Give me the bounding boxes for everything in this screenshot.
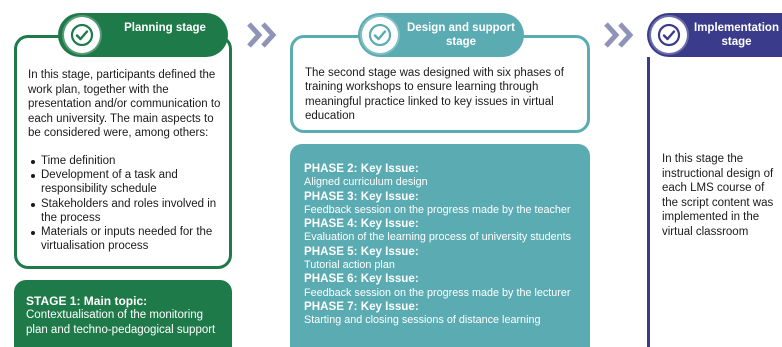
check-circle-icon (362, 17, 398, 53)
design-stage-header: Design and support stage (358, 13, 524, 57)
phase-item: PHASE 5: Key Issue: Tutorial action plan (304, 245, 576, 273)
double-chevron-right-icon (603, 21, 639, 49)
phase-heading: PHASE 7: Key Issue: (304, 300, 419, 314)
phase-item: PHASE 4: Key Issue: Evaluation of the le… (304, 217, 576, 245)
phase-item: PHASE 7: Key Issue: Starting and closing… (304, 300, 576, 328)
phase-text: Aligned curriculum design (304, 176, 428, 189)
stage1-topic-box: STAGE 1: Main topic: Contextualisation o… (14, 280, 232, 347)
design-stage-title: Design and support stage (407, 22, 515, 48)
double-chevron-right-icon (246, 21, 282, 49)
list-item: Time definition (28, 154, 228, 168)
phase-heading: PHASE 3: Key Issue: (304, 189, 419, 203)
implementation-stage-header: Implementation stage (647, 13, 782, 57)
phase-text: Starting and closing sessions of distanc… (304, 314, 541, 327)
phase-item: PHASE 2: Key Issue: Aligned curriculum d… (304, 162, 576, 190)
stage1-topic-heading: STAGE 1: Main topic: (26, 294, 148, 308)
implementation-stage-divider (647, 57, 650, 347)
check-circle-icon (64, 17, 100, 53)
phases-box: PHASE 2: Key Issue: Aligned curriculum d… (290, 144, 590, 347)
phase-item: PHASE 6: Key Issue: Feedback session on … (304, 272, 576, 300)
implementation-stage-description: In this stage the instructional design o… (662, 153, 774, 238)
list-item: Stakeholders and roles involved in the p… (28, 197, 228, 225)
phase-heading: PHASE 6: Key Issue: (304, 272, 419, 286)
phase-item: PHASE 3: Key Issue: Feedback session on … (304, 190, 576, 218)
list-item: Development of a task and responsibility… (28, 168, 228, 196)
planning-stage-header: Planning stage (58, 13, 228, 57)
phase-text: Feedback session on the progress made by… (304, 286, 571, 299)
implementation-stage-title: Implementation stage (694, 22, 779, 48)
phase-text: Tutorial action plan (304, 259, 395, 272)
planning-stage-title: Planning stage (124, 22, 206, 34)
stage1-topic-text: Contextualisation of the monitoring plan… (26, 309, 216, 336)
phase-text: Feedback session on the progress made by… (304, 203, 571, 216)
planning-stage-description: In this stage, participants defined the … (28, 69, 221, 140)
check-circle-icon (651, 17, 687, 53)
phase-heading: PHASE 5: Key Issue: (304, 244, 419, 258)
design-stage-description: The second stage was designed with six p… (305, 67, 564, 123)
phase-text: Evaluation of the learning process of un… (304, 231, 572, 244)
phase-heading: PHASE 2: Key Issue: (304, 162, 419, 175)
list-item: Materials or inputs needed for the virtu… (28, 225, 228, 253)
planning-aspects-list: Time definition Development of a task an… (28, 154, 228, 253)
phase-heading: PHASE 4: Key Issue: (304, 217, 419, 231)
